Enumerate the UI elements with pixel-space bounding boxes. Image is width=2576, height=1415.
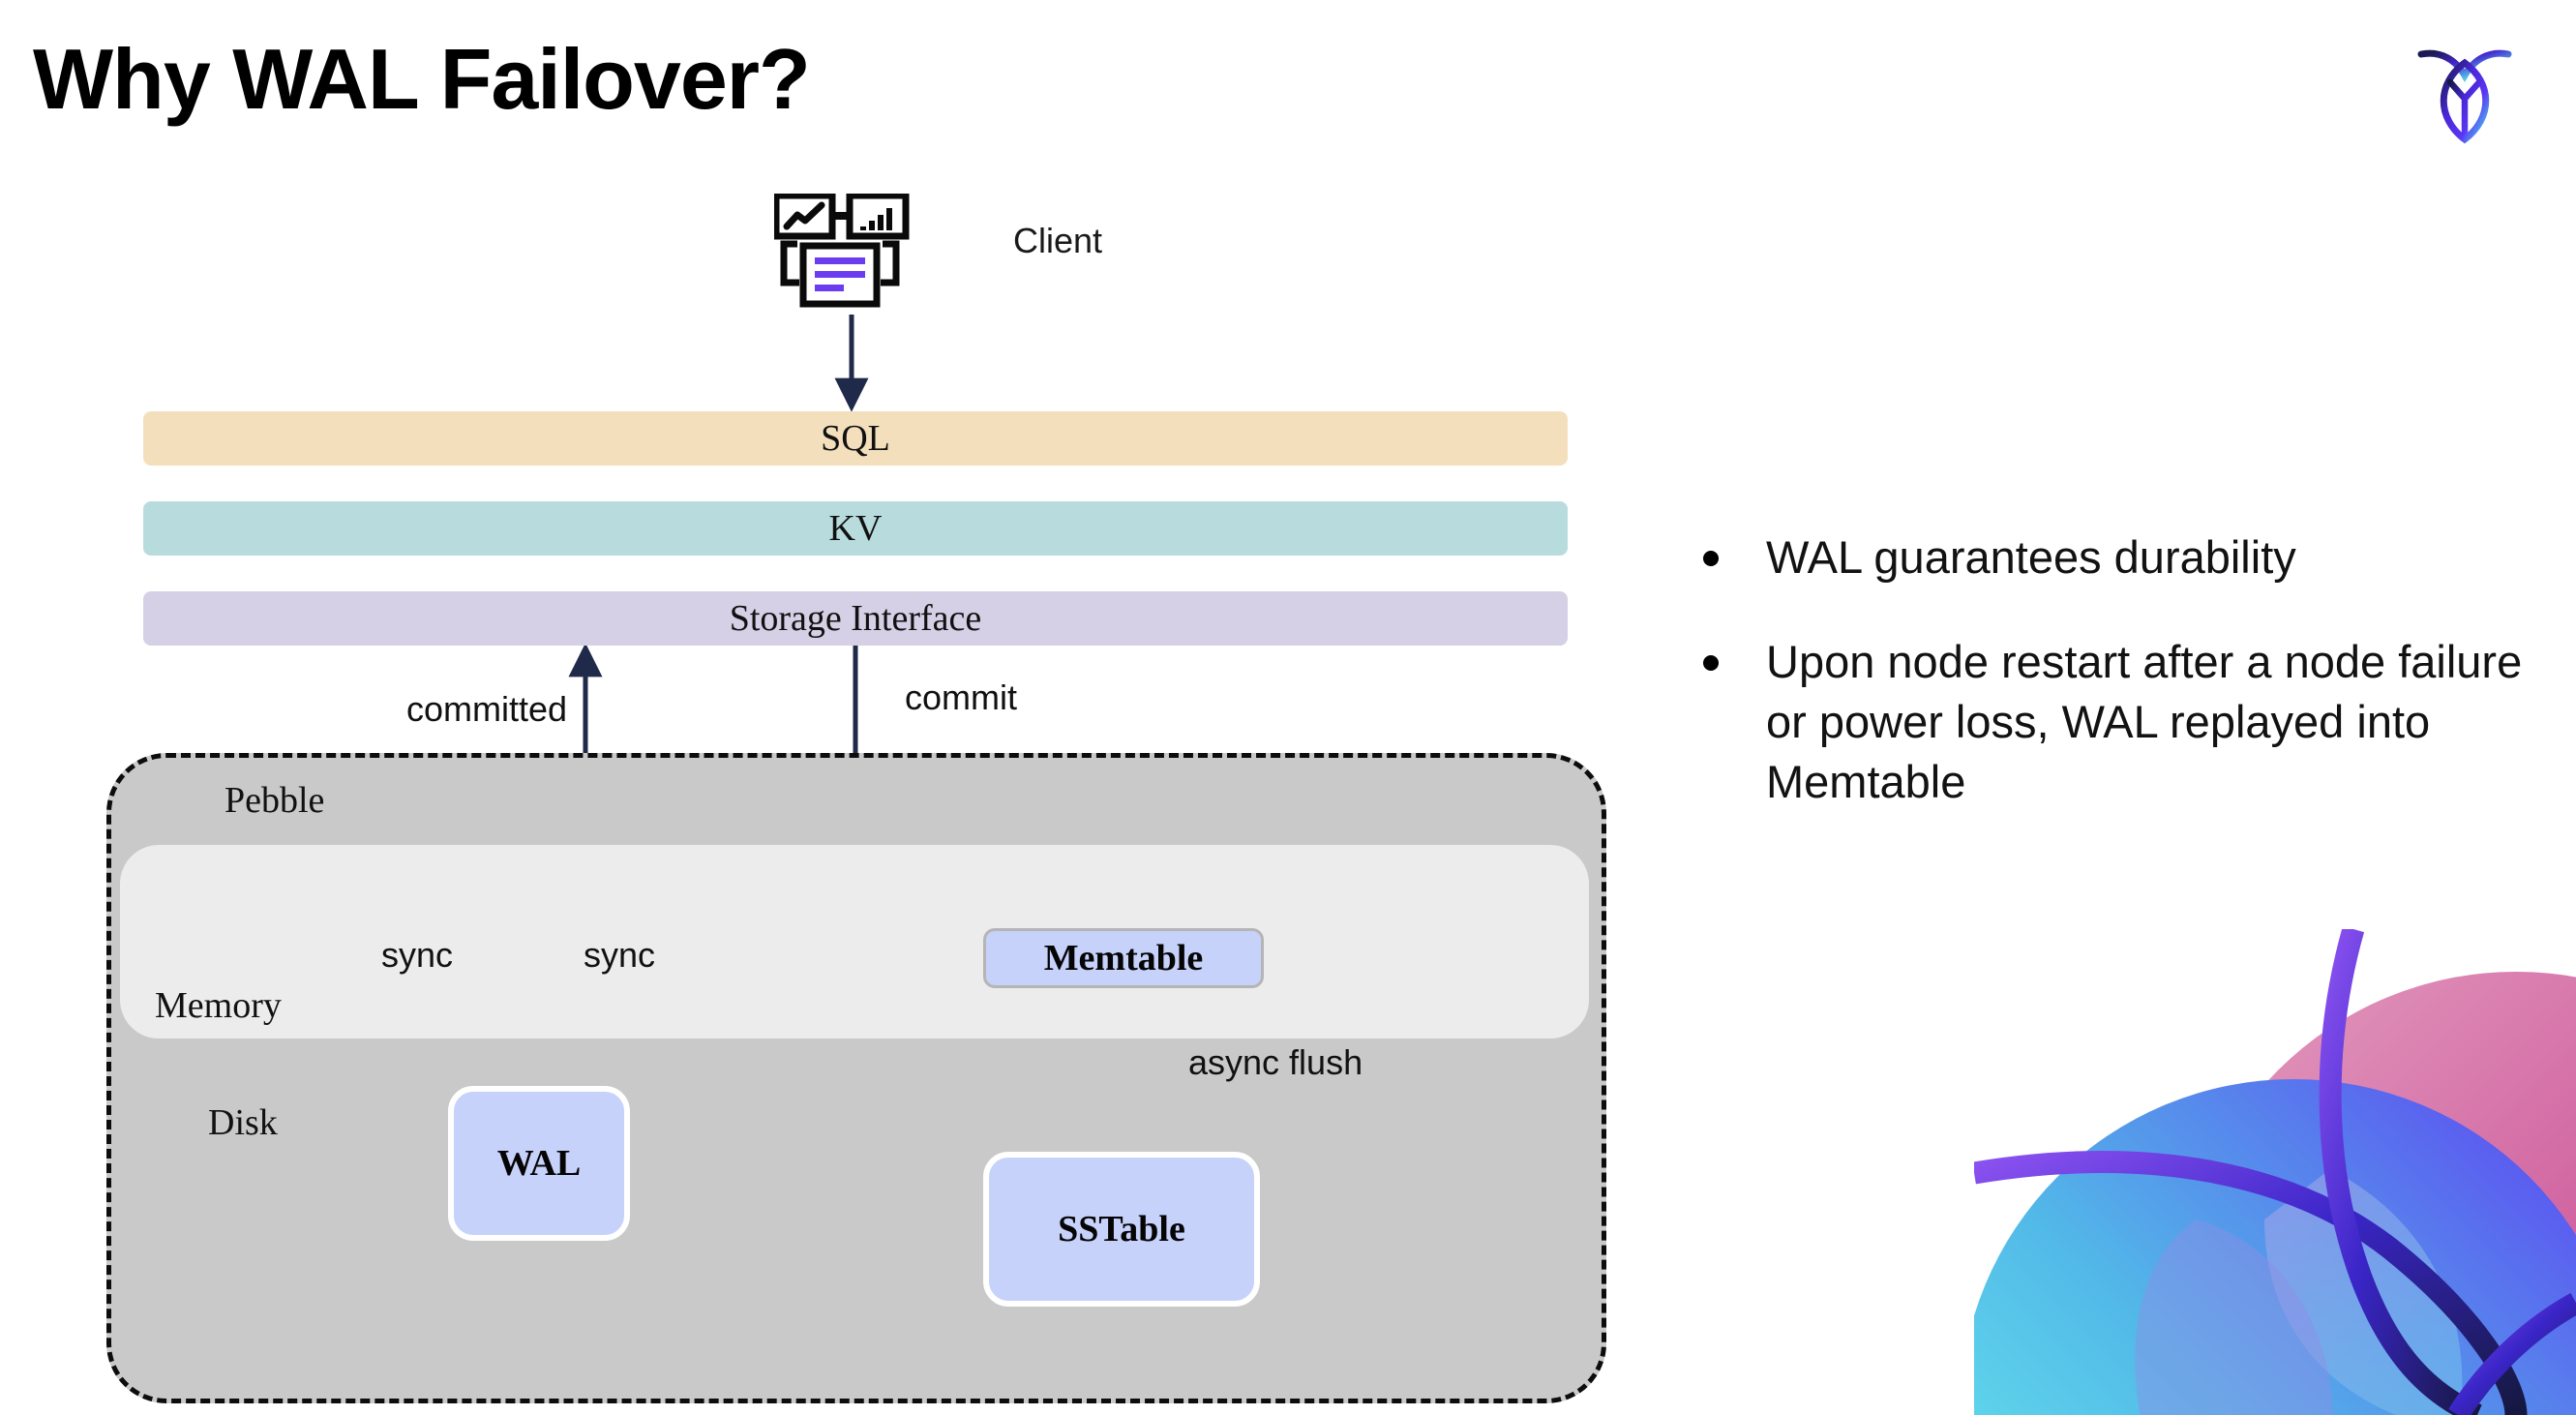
wal-architecture-diagram: Client SQL KV Storage Interface Pebble M… bbox=[106, 192, 1606, 1403]
node-sstable[interactable]: SSTable bbox=[983, 1152, 1260, 1307]
edge-label-async-flush: async flush bbox=[1188, 1042, 1363, 1082]
edge-label-committed: committed bbox=[406, 689, 568, 729]
node-wal[interactable]: WAL bbox=[448, 1086, 630, 1241]
gradient-circles-decoration bbox=[1974, 929, 2576, 1415]
client-workstation-icon bbox=[772, 192, 929, 315]
memory-label: Memory bbox=[155, 985, 282, 1026]
cockroach-labs-logo-icon bbox=[2411, 37, 2518, 148]
bullet-list: WAL guarantees durability Upon node rest… bbox=[1703, 527, 2535, 857]
client-label: Client bbox=[1013, 221, 1103, 260]
layer-storage-interface[interactable]: Storage Interface bbox=[143, 591, 1568, 646]
disk-label: Disk bbox=[208, 1102, 278, 1143]
memory-region bbox=[120, 845, 1589, 1039]
edge-label-sync-up: sync bbox=[381, 935, 454, 975]
page-title: Why WAL Failover? bbox=[33, 31, 811, 127]
bullet-dot-icon bbox=[1703, 551, 1719, 566]
bullet-text: WAL guarantees durability bbox=[1766, 531, 2296, 583]
layer-sql[interactable]: SQL bbox=[143, 411, 1568, 466]
edge-label-commit: commit bbox=[905, 677, 1017, 717]
list-item: Upon node restart after a node failure o… bbox=[1703, 632, 2535, 812]
bullet-text: Upon node restart after a node failure o… bbox=[1766, 636, 2523, 808]
edge-label-sync-down: sync bbox=[584, 935, 656, 975]
list-item: WAL guarantees durability bbox=[1703, 527, 2535, 587]
pebble-label: Pebble bbox=[225, 780, 325, 821]
layer-kv[interactable]: KV bbox=[143, 501, 1568, 556]
bullet-dot-icon bbox=[1703, 655, 1719, 672]
node-memtable[interactable]: Memtable bbox=[983, 928, 1264, 988]
